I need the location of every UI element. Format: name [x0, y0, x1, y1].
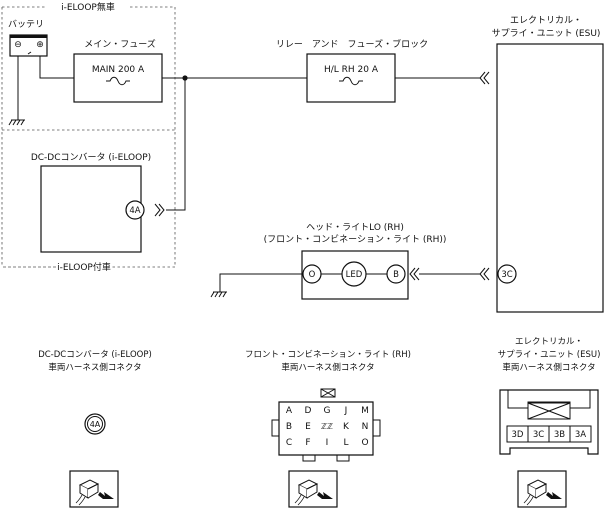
connector-4a: [125, 200, 145, 220]
main-fuse-box: [73, 53, 163, 103]
pin-l: L: [343, 438, 348, 448]
battery-minus-icon: ⊖: [14, 40, 22, 50]
pin-g: G: [324, 406, 331, 416]
battery-plus-icon: ⊕: [36, 40, 44, 50]
front-connector-title-line1: フロント・コンビネーション・ライト (RH): [245, 350, 411, 360]
harness-view-icon: [517, 470, 567, 508]
dcdc-connector-title-line2: 車両ハーネス側コネクタ: [48, 362, 141, 373]
pin-i: I: [326, 438, 329, 448]
esu-connector-title-line2: サプライ・ユニット (ESU): [498, 350, 601, 360]
esu-title-line2: サプライ・ユニット (ESU): [492, 28, 601, 39]
wire-junction-to-dcdc: [166, 78, 186, 211]
no-eloop-label: i-ELOOP無車: [61, 1, 115, 13]
relay-block-title: リレー アンド フューズ・ブロック: [276, 38, 428, 50]
pin-o: O: [361, 438, 368, 448]
harness-view-icon: [69, 470, 119, 508]
pin-a: A: [286, 406, 293, 416]
esu-connector-title-line3: 車両ハーネス側コネクタ: [502, 362, 595, 373]
pin-m: M: [361, 406, 369, 416]
eloop-boundary: [1, 6, 176, 268]
pin-e: E: [305, 422, 311, 432]
front-connector-body: [271, 388, 381, 462]
esu-title-line1: エレクトリカル・: [510, 15, 582, 26]
headlight-ground-icon: [210, 273, 302, 298]
relay-fuse-box: [306, 53, 396, 103]
dcdc-connector-title-line1: DC-DCコンバータ (i-ELOOP): [38, 350, 152, 360]
dcdc-title: DC-DCコンバータ (i-ELOOP): [31, 152, 151, 163]
esu-pin-3b: 3B: [554, 430, 565, 440]
pin-c: C: [286, 438, 292, 448]
pin-d: D: [305, 406, 312, 416]
connector-3c-chevron: [479, 267, 490, 281]
battery-ground-icon: [8, 56, 25, 126]
wire-battery-to-main-fuse: [39, 56, 74, 79]
headlight-led-label: LED: [346, 270, 363, 280]
headlight-title-line1: ヘッド・ライトLO (RH): [306, 222, 404, 233]
front-connector-grid: A D G J M B E ℤℤ K N C F I L O: [286, 406, 369, 448]
pin-j: J: [344, 406, 348, 416]
dcdc-connector-pin-label: 4A: [90, 420, 101, 429]
main-fuse-title: メイン・フューズ: [84, 38, 156, 50]
battery-symbol: [9, 34, 48, 57]
esu-connector-body: [499, 389, 599, 455]
connector-3c: [497, 264, 517, 284]
connector-4a-label: 4A: [129, 206, 140, 216]
headlight-pin-b: [386, 264, 406, 284]
battery-label: バッテリ: [8, 19, 44, 30]
relay-fuse-icon: [339, 76, 363, 86]
main-fuse-value: MAIN 200 A: [92, 65, 145, 75]
connector-4a-chevron: [154, 203, 165, 217]
esu-pin-3a: 3A: [575, 430, 586, 440]
pin-unused: ℤℤ: [321, 422, 333, 431]
headlight-title-line2: (フロント・コンビネーション・ライト (RH)): [264, 234, 447, 245]
esu-connector-title-line1: エレクトリカル・: [515, 337, 583, 347]
esu-box: [496, 43, 604, 313]
pin-k: K: [343, 422, 350, 432]
headlight-pin-b-label: B: [393, 270, 399, 280]
connector-3b-chevron: [479, 71, 490, 85]
relay-fuse-value: H/L RH 20 A: [324, 65, 379, 75]
pin-b: B: [286, 422, 292, 432]
connector-3c-label: 3C: [501, 270, 512, 280]
connector-headlight-chevron: [409, 267, 420, 281]
front-connector-title-line2: 車両ハーネス側コネクタ: [281, 362, 374, 373]
with-eloop-label: i-ELOOP付車: [57, 261, 111, 273]
esu-pin-3d: 3D: [512, 430, 524, 440]
headlight-pin-o-label: O: [309, 270, 316, 280]
harness-view-icon: [288, 470, 338, 508]
esu-pin-3c: 3C: [533, 430, 544, 440]
pin-f: F: [305, 438, 310, 448]
main-fuse-icon: [106, 76, 130, 86]
pin-n: N: [362, 422, 369, 432]
dcdc-box: [40, 165, 142, 253]
